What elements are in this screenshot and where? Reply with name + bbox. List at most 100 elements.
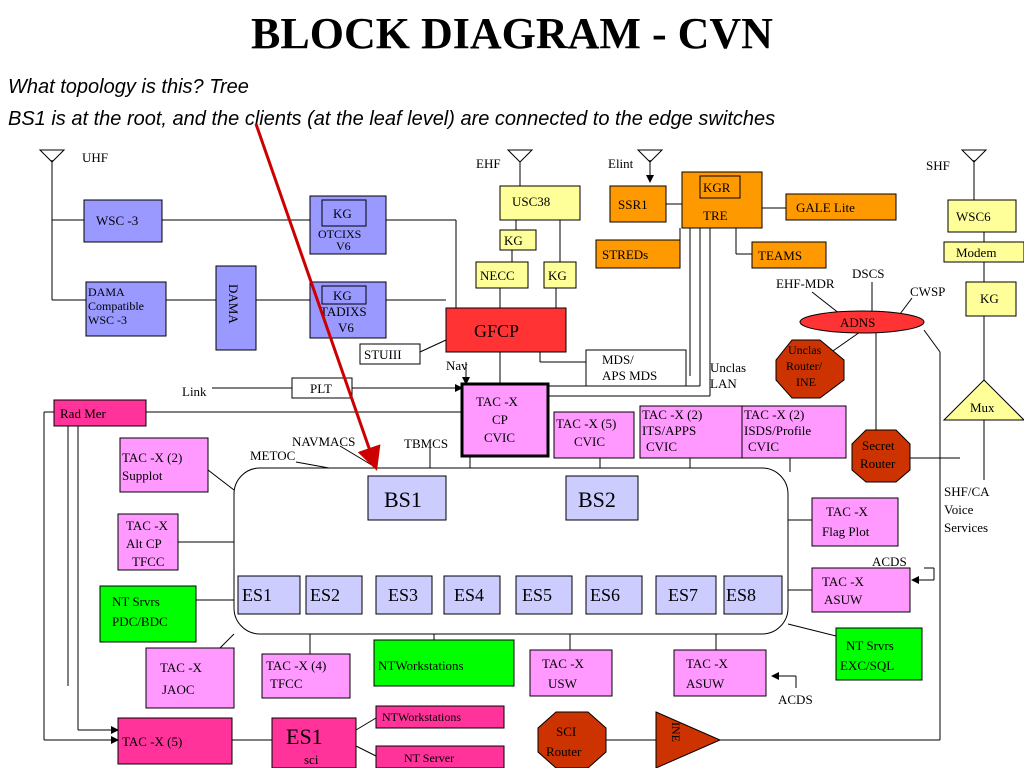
tacx-altcp-label-2: Alt CP (126, 536, 162, 551)
unclas-router-label-1: Unclas (788, 343, 822, 357)
streds-label: STREDs (602, 247, 648, 262)
acds-label-top: ACDS (872, 554, 907, 569)
unclas-router-label-2: Router/ (786, 359, 823, 373)
ssr1-label: SSR1 (618, 197, 648, 212)
tacx2-isds-cvic-box (741, 405, 847, 459)
ehf-label: EHF (476, 156, 501, 171)
cwsp-label: CWSP (910, 284, 945, 299)
tacx-altcp-label-3: TFCC (132, 554, 165, 569)
nt-exc-label-2: EXC/SQL (840, 658, 894, 673)
edge-switches: ES1 ES2 ES3 ES4 ES5 ES6 ES7 ES8 (237, 575, 783, 615)
secret-router-label-1: Secret (862, 438, 895, 453)
es6-box (585, 575, 643, 615)
tacx-usw-box (529, 649, 613, 697)
tacx-altcp-box (117, 513, 179, 571)
tacx2-supplot-box (119, 437, 209, 493)
es5-label: ES5 (522, 585, 552, 605)
nt-server-label: NT Server (404, 751, 454, 765)
es5-box (515, 575, 573, 615)
unclas-router-label-3: INE (796, 375, 816, 389)
ntworkstations-sci-label: NTWorkstations (382, 710, 461, 724)
tacx2-isds-label-3: CVIC (748, 439, 779, 454)
tacx-cp-cvic-label-1: TAC -X (476, 394, 519, 409)
necc-label: NECC (480, 268, 515, 283)
tacx2-its-label-3: CVIC (646, 439, 677, 454)
es3-box (375, 575, 433, 615)
secret-router-label-2: Router (860, 456, 896, 471)
tre-label: TRE (703, 208, 728, 223)
es1-sci-label-2: sci (304, 752, 319, 767)
es6-label: ES6 (590, 585, 620, 605)
dama-compatible-box (85, 281, 167, 337)
sci-router-octagon (537, 711, 607, 768)
tacx2-isds-label-1: TAC -X (2) (744, 407, 804, 422)
es2-box (305, 575, 363, 615)
tacx5-cvic-box (553, 411, 635, 459)
tacx2-isds-label-2: ISDS/Profile (744, 423, 811, 438)
bs1-box (367, 475, 447, 521)
tacx5-bottom-label: TAC -X (5) (122, 734, 182, 749)
modem-label: Modem (956, 245, 996, 260)
rad-mer-label: Rad Mer (60, 406, 107, 421)
ntworkstations-box (373, 639, 515, 687)
adns-ellipse (799, 310, 925, 334)
ine-label: INE (669, 722, 683, 742)
wsc3-box (83, 199, 163, 243)
es1-sci-label-1: ES1 (286, 724, 323, 749)
tacx5-cvic-label-1: TAC -X (5) (556, 416, 616, 431)
tacx4-tfcc-box (261, 653, 351, 699)
tacx5-bottom-box (117, 717, 233, 765)
page-title: BLOCK DIAGRAM - CVN (251, 9, 773, 58)
ntworkstations-sci-box (375, 705, 505, 729)
shf-ca-label-3: Services (944, 520, 988, 535)
tacx2-its-cvic-box (639, 405, 743, 459)
bs2-box (565, 475, 639, 521)
nt-exc-label-1: NT Srvrs (846, 638, 894, 653)
wsc6-label: WSC6 (956, 209, 991, 224)
dama-compatible-label-2: Compatible (88, 299, 144, 313)
unclas-router-octagon (775, 339, 845, 399)
es7-box (655, 575, 717, 615)
uhf-antenna-icon (38, 149, 66, 163)
nt-exc-box (835, 627, 923, 681)
usc38-kg-label: KG (504, 233, 523, 248)
tacx-jaoc-label-1: TAC -X (160, 660, 203, 675)
usc38-box (499, 185, 581, 221)
unclas-lan-label-2: LAN (710, 376, 737, 391)
ehf-antenna-icon (506, 149, 534, 163)
es8-box (723, 575, 783, 615)
gale-lite-label: GALE Lite (796, 200, 855, 215)
nt-pdc-label-2: PDC/BDC (112, 614, 168, 629)
acds-label-bottom: ACDS (778, 692, 813, 707)
shf-label: SHF (926, 158, 950, 173)
dama-compatible-label-1: DAMA (88, 285, 125, 299)
tacx-altcp-label-1: TAC -X (126, 518, 169, 533)
dama-compatible-label-3: WSC -3 (88, 313, 127, 327)
bs2-label: BS2 (578, 487, 616, 512)
es8-label: ES8 (726, 585, 756, 605)
subtitle-question: What topology is this? Tree (8, 76, 249, 98)
secret-router-octagon (851, 429, 911, 483)
tacx-flag-label-1: TAC -X (826, 504, 869, 519)
mds-label-1: MDS/ (602, 352, 634, 367)
tacx-usw-label-1: TAC -X (542, 656, 585, 671)
stuiii-box (359, 343, 421, 365)
plt-box (291, 377, 353, 399)
dama-box (215, 265, 257, 351)
subtitle-explanation: BS1 is at the root, and the clients (at … (8, 108, 776, 130)
usc38-label: USC38 (512, 194, 550, 209)
necc-box (475, 261, 529, 289)
elint-antenna-icon (636, 149, 664, 163)
ssr1-box (609, 185, 667, 223)
shf-kg-box (965, 281, 1017, 317)
tacx-asuw-bottom-label-2: ASUW (686, 676, 725, 691)
tbmcs-label: TBMCS (404, 436, 448, 451)
gfcp-box (445, 307, 567, 353)
es4-label: ES4 (454, 585, 484, 605)
nt-pdc-box (99, 585, 197, 643)
tacx4-tfcc-label-2: TFCC (270, 676, 303, 691)
es4-box (443, 575, 501, 615)
unclas-lan-label-1: Unclas (710, 360, 746, 375)
gfcp-label: GFCP (474, 321, 519, 341)
